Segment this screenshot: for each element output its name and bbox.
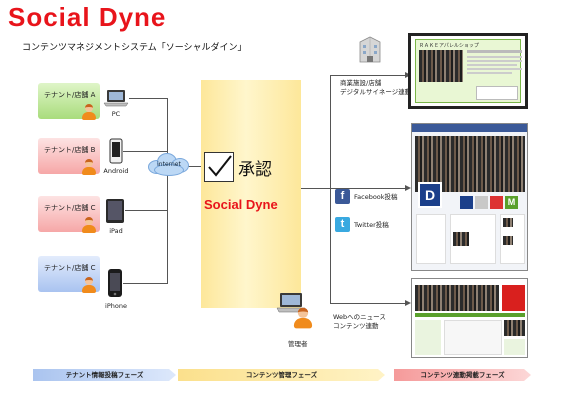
signage-header: ＲＡＫＥアパレルショップ	[419, 43, 479, 49]
admin-user-icon	[293, 307, 313, 329]
website-screen	[411, 278, 528, 358]
device-label-iphone: iPhone	[105, 302, 127, 310]
user-icon	[82, 159, 96, 175]
approve-checkbox	[204, 152, 234, 182]
cloud-label: internet	[157, 161, 181, 168]
device-label-ipad: iPad	[109, 227, 123, 235]
arrow-head	[405, 300, 411, 306]
connector-line	[123, 283, 167, 284]
tenant-label: テナント/店舗 B	[44, 146, 96, 154]
connector-line	[167, 98, 168, 284]
facebook-screen: D M	[411, 123, 528, 271]
connector-line	[125, 210, 167, 211]
signage-screen: ＲＡＫＥアパレルショップ	[408, 33, 528, 109]
admin-label: 管理者	[288, 340, 308, 348]
connector-line	[330, 188, 406, 189]
tablet-icon	[106, 199, 124, 223]
social-dyne-logo: Social Dyne	[204, 197, 278, 212]
arrow-head	[405, 185, 411, 191]
device-label-android: Android	[103, 167, 129, 175]
user-icon	[82, 277, 96, 293]
smartphone-icon	[109, 138, 123, 164]
user-icon	[82, 217, 96, 233]
iphone-icon	[108, 269, 122, 297]
phase-content-management: コンテンツ管理フェーズ	[178, 369, 385, 381]
connector-line	[123, 151, 167, 152]
connector-line	[129, 98, 167, 99]
phase-tenant-post: テナント情報投稿フェーズ	[33, 369, 176, 381]
connector-line	[301, 188, 330, 189]
page-title: Social Dyne	[8, 2, 167, 32]
clothes-photo	[419, 50, 463, 82]
web-news-label: Webへのニュース コンテンツ連動	[333, 313, 386, 330]
cloud-icon	[146, 152, 192, 178]
laptop-icon	[103, 90, 129, 107]
connector-line	[330, 75, 406, 76]
cms-core-box	[201, 80, 301, 308]
connector-line	[330, 75, 331, 303]
device-label-pc: PC	[111, 110, 121, 118]
page-avatar-icon: D	[418, 182, 442, 208]
signage-label: 商業施設/店舗 デジタルサイネージ連動	[340, 79, 412, 96]
twitter-post-label: Twitter投稿	[354, 221, 389, 229]
twitter-icon: t	[335, 217, 350, 232]
tenant-label: テナント/店舗 C	[44, 204, 96, 212]
tenant-label: テナント/店舗 A	[44, 91, 96, 99]
page-subtitle: コンテンツマネジメントシステム「ソーシャルダイン」	[22, 43, 247, 53]
phase-content-publish: コンテンツ連動掲載フェーズ	[394, 369, 531, 381]
tenant-box-a: テナント/店舗 A	[38, 83, 100, 119]
clothes-photo	[415, 285, 499, 311]
approve-label: 承認	[238, 160, 272, 180]
user-icon	[82, 104, 96, 120]
facebook-post-label: Facebook投稿	[354, 193, 398, 201]
connector-line	[330, 303, 406, 304]
building-icon	[359, 36, 381, 63]
checkmark-icon	[208, 155, 232, 177]
facebook-icon: f	[335, 189, 350, 204]
tenant-label: テナント/店舗 C	[44, 264, 96, 272]
